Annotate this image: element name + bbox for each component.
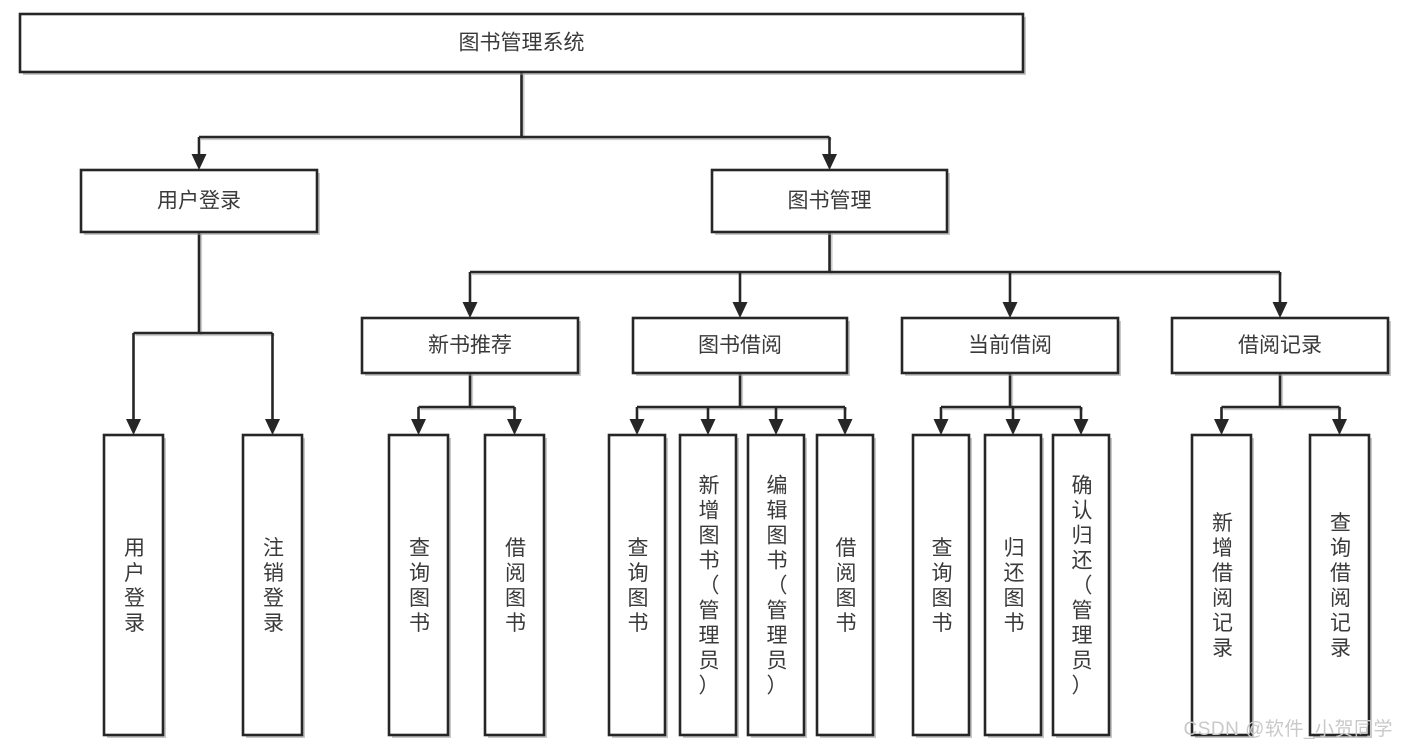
watermark-label: CSDN @软件_小贺同学 <box>1183 719 1393 740</box>
node-root-book-management-system[interactable]: 图书管理系统 <box>18 12 1026 75</box>
node-leaf-query-book-new[interactable]: 查询图书 <box>387 433 451 738</box>
node-label: 借阅图书 <box>505 537 526 635</box>
node-leaf-borrow-book-new[interactable]: 借阅图书 <box>483 433 547 738</box>
node-label: 确认归还（管理员） <box>1072 475 1093 698</box>
node-label: 用户登录 <box>157 190 241 213</box>
node-box[interactable] <box>900 316 1120 375</box>
node-box[interactable] <box>1170 316 1390 375</box>
node-box[interactable] <box>387 433 450 737</box>
node-box[interactable] <box>710 168 949 234</box>
node-book-borrow[interactable]: 图书借阅 <box>631 316 850 376</box>
node-label: 新书推荐 <box>428 334 512 357</box>
node-leaf-query-record[interactable]: 查询借阅记录 <box>1308 433 1372 738</box>
nodes-layer: 图书管理系统用户登录图书管理新书推荐图书借阅当前借阅借阅记录用户登录注销登录查询… <box>18 12 1391 738</box>
node-box[interactable] <box>815 433 875 737</box>
node-box[interactable] <box>1308 433 1371 737</box>
node-label: 查询图书 <box>932 537 953 635</box>
node-leaf-user-login[interactable]: 用户登录 <box>102 433 166 738</box>
node-user-login[interactable]: 用户登录 <box>79 168 320 235</box>
node-leaf-edit-book[interactable]: 编辑图书（管理员） <box>746 433 807 738</box>
node-box[interactable] <box>360 316 580 375</box>
node-box[interactable] <box>607 433 667 737</box>
node-borrow-record[interactable]: 借阅记录 <box>1170 316 1391 376</box>
node-box[interactable] <box>18 12 1025 74</box>
node-box[interactable] <box>1190 433 1253 737</box>
node-leaf-query-book-current[interactable]: 查询图书 <box>911 433 972 738</box>
node-label: 图书管理 <box>788 190 872 213</box>
node-label: 当前借阅 <box>968 334 1052 357</box>
node-leaf-return-book[interactable]: 归还图书 <box>983 433 1044 738</box>
node-label: 借阅记录 <box>1238 334 1322 357</box>
node-leaf-add-record[interactable]: 新增借阅记录 <box>1190 433 1254 738</box>
node-label: 注销登录 <box>263 537 284 635</box>
node-box[interactable] <box>102 433 165 737</box>
node-current-borrow[interactable]: 当前借阅 <box>900 316 1121 376</box>
node-leaf-query-book-borrow[interactable]: 查询图书 <box>607 433 668 738</box>
node-label: 编辑图书（管理员） <box>767 475 788 698</box>
node-label: 查询借阅记录 <box>1330 512 1351 660</box>
node-box[interactable] <box>678 433 738 737</box>
node-box[interactable] <box>483 433 546 737</box>
node-leaf-logout[interactable]: 注销登录 <box>241 433 305 738</box>
node-label: 查询图书 <box>409 537 430 635</box>
node-label: 借阅图书 <box>836 537 857 635</box>
node-label: 图书借阅 <box>698 334 782 357</box>
node-box[interactable] <box>631 316 849 375</box>
node-leaf-borrow-book[interactable]: 借阅图书 <box>815 433 876 738</box>
node-leaf-confirm-return[interactable]: 确认归还（管理员） <box>1051 433 1112 738</box>
node-box[interactable] <box>241 433 304 737</box>
node-box[interactable] <box>1051 433 1111 737</box>
node-label: 图书管理系统 <box>459 32 585 55</box>
node-label: 归还图书 <box>1004 537 1025 635</box>
node-label: 新增借阅记录 <box>1212 512 1233 660</box>
edges-layer <box>126 72 1347 435</box>
node-new-book-recommend[interactable]: 新书推荐 <box>360 316 581 376</box>
node-box[interactable] <box>983 433 1043 737</box>
node-box[interactable] <box>79 168 319 234</box>
node-label: 用户登录 <box>124 537 145 635</box>
node-label: 查询图书 <box>628 537 649 635</box>
node-box[interactable] <box>911 433 971 737</box>
node-box[interactable] <box>746 433 806 737</box>
node-label: 新增图书（管理员） <box>699 475 720 698</box>
node-book-manage[interactable]: 图书管理 <box>710 168 950 235</box>
node-leaf-add-book[interactable]: 新增图书（管理员） <box>678 433 739 738</box>
